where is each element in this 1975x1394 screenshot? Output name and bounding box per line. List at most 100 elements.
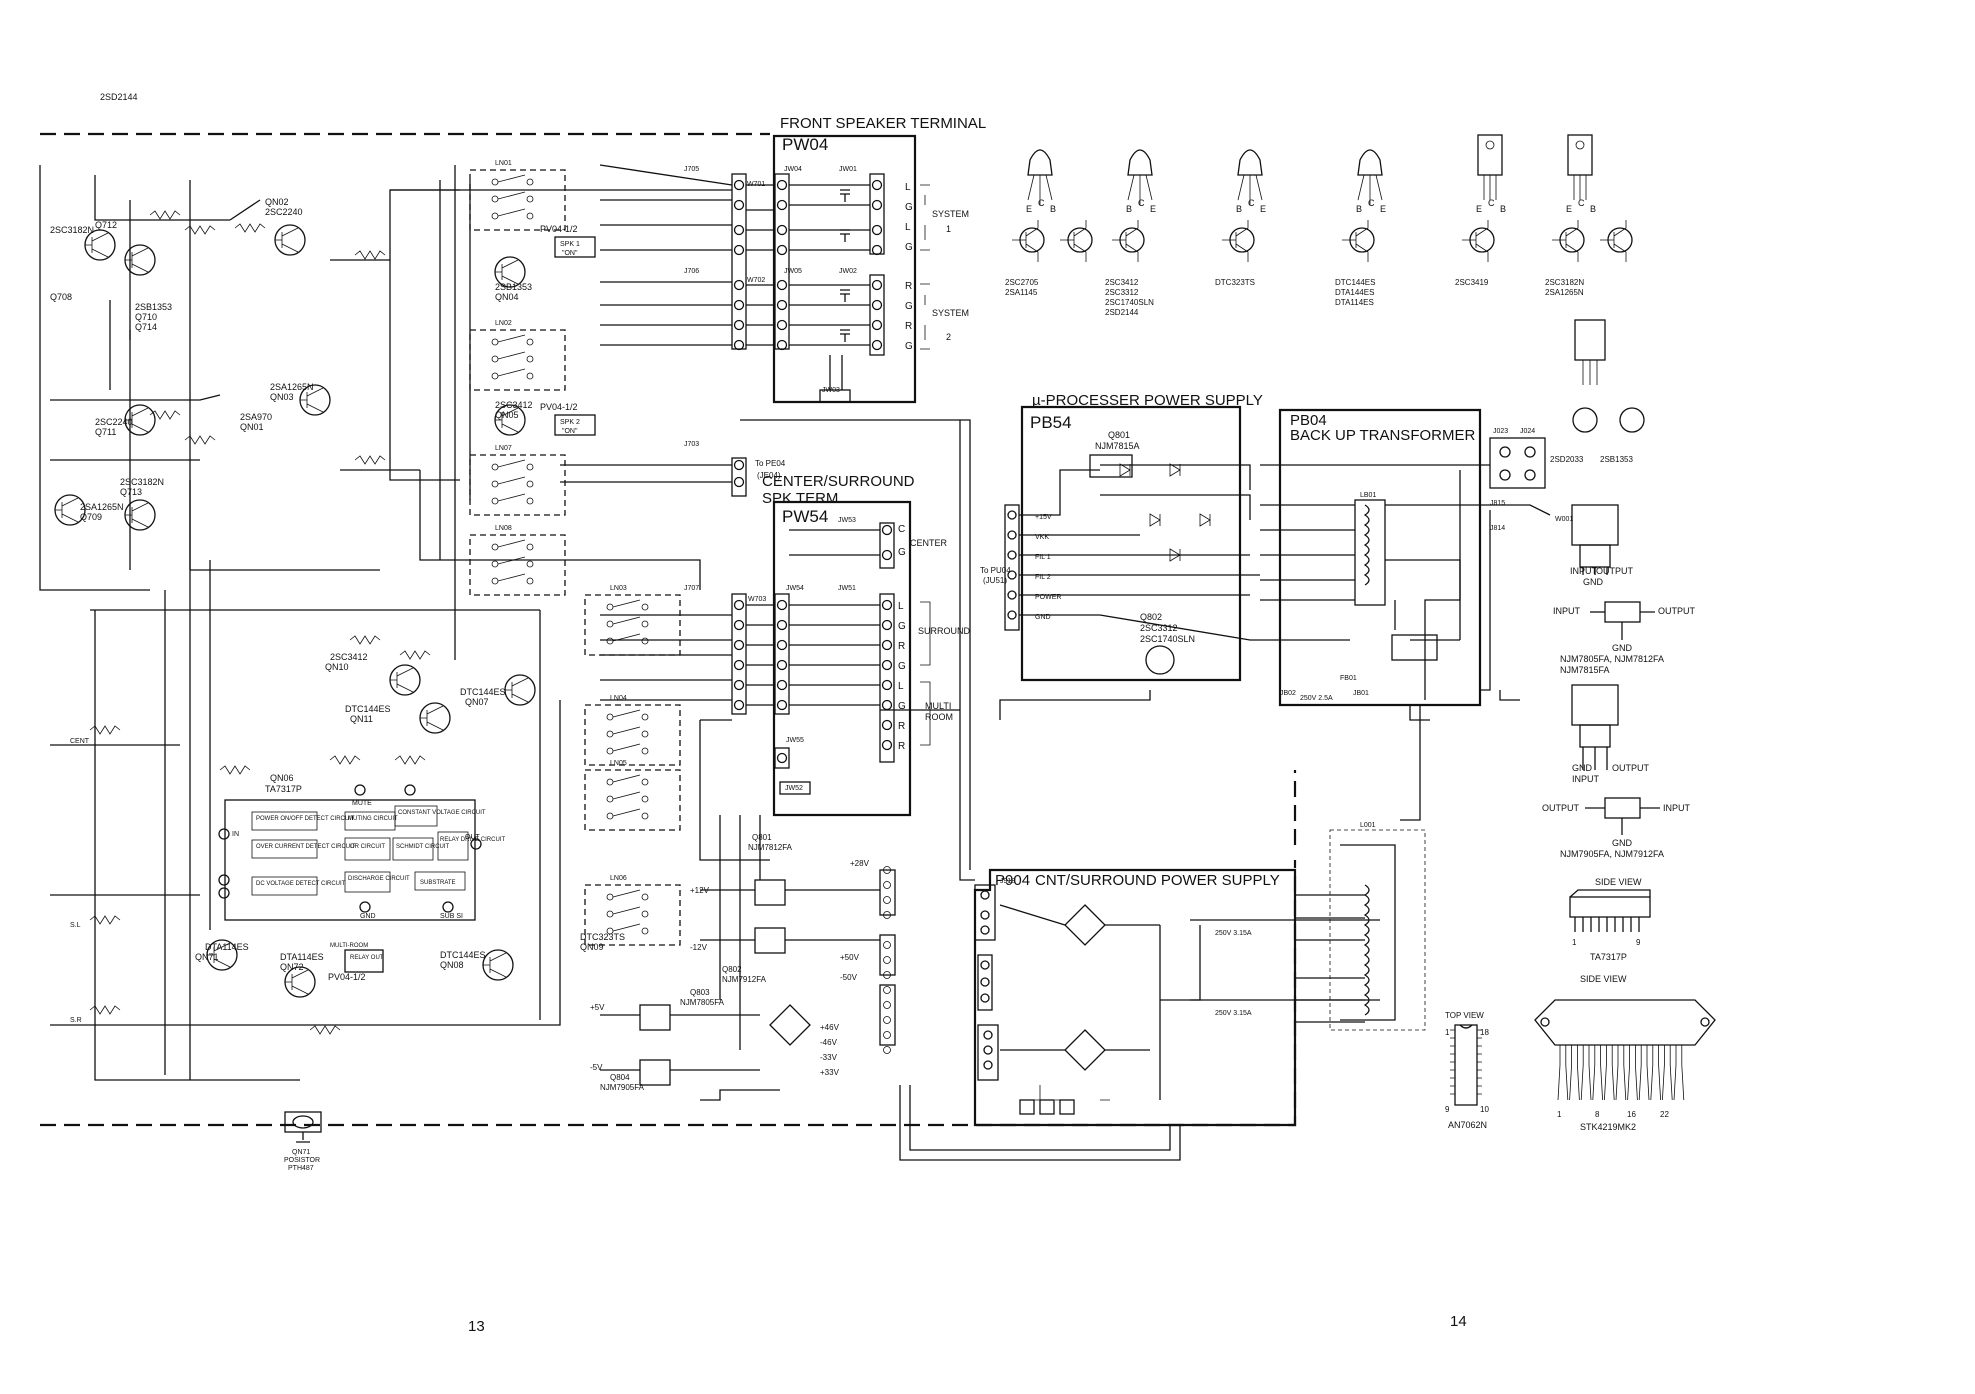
transistor-symbol — [207, 942, 231, 968]
svg-text:J024: J024 — [1520, 428, 1535, 435]
pin-letter: E — [1150, 204, 1156, 214]
connector-pin — [871, 279, 883, 291]
rail-label: +33V — [820, 1068, 840, 1077]
relay-contact — [526, 355, 534, 363]
svg-text:Q802: Q802 — [1140, 612, 1162, 622]
to-pu04-1: To PU04 — [980, 566, 1011, 575]
diode — [1169, 548, 1181, 562]
svg-text:FB01: FB01 — [1340, 675, 1357, 682]
svg-text:GND: GND — [1572, 763, 1593, 773]
relay-switch — [497, 493, 526, 502]
connector-pin — [733, 279, 745, 291]
relay-box — [469, 454, 566, 516]
pin-l: L — [905, 222, 911, 233]
terminal-letter: G — [898, 621, 906, 632]
svg-text:SPK 2: SPK 2 — [560, 419, 580, 426]
pin-letter: B — [1236, 204, 1242, 214]
pin-letter: C — [1248, 198, 1255, 208]
ic-pin — [1638, 1045, 1642, 1101]
relay-contact — [526, 178, 534, 186]
transistor-label: Q710 — [135, 312, 157, 322]
transistor-symbol — [300, 387, 324, 413]
amplifier-wiring — [39, 164, 1461, 1161]
connector-pin — [776, 199, 788, 211]
svg-text:STK4219MK2: STK4219MK2 — [1580, 1122, 1636, 1132]
svg-text:MULTI-ROOM: MULTI-ROOM — [330, 943, 368, 949]
transistor-label: QN05 — [495, 410, 519, 420]
transistor-symbol — [1060, 220, 1087, 262]
svg-text:9: 9 — [1445, 1105, 1450, 1114]
resistor — [89, 915, 121, 925]
connector-pin — [883, 1001, 891, 1009]
ic-pin — [1588, 1045, 1592, 1101]
transistor-label: QN03 — [270, 392, 294, 402]
relay-contact — [641, 795, 649, 803]
svg-text:PV04-1/2: PV04-1/2 — [328, 972, 366, 982]
svg-text:RELAY OUT: RELAY OUT — [350, 955, 384, 961]
relay-switch — [497, 334, 526, 343]
transistor-symbol — [1600, 220, 1627, 262]
connector-pin — [733, 299, 745, 311]
qn06-label: QN06 — [270, 773, 294, 783]
relay-contact — [526, 497, 534, 505]
to220-package — [1574, 319, 1606, 361]
part-number: 2SC1740SLN — [1105, 298, 1154, 307]
svg-text:1: 1 — [1572, 938, 1577, 947]
pin-letter: C — [1488, 198, 1495, 208]
svg-text:QN71: QN71 — [292, 1149, 310, 1156]
connector-pin — [776, 599, 788, 611]
svg-text:VKK: VKK — [1035, 534, 1049, 541]
stk4219mk2-side-view: SIDE VIEW 1 8 16 22 STK4219MK2 — [1534, 974, 1716, 1132]
w703-label: W703 — [748, 596, 766, 603]
relay-switch — [612, 726, 641, 735]
svg-text:MUTE: MUTE — [352, 800, 372, 807]
relay-contact — [526, 480, 534, 488]
svg-text:18: 18 — [1480, 1028, 1489, 1037]
svg-text:NJM7805FA: NJM7805FA — [680, 998, 725, 1007]
jw51-label: JW51 — [838, 585, 856, 592]
resistor — [309, 1025, 341, 1035]
resistor — [234, 223, 266, 233]
relay-label: LN01 — [495, 160, 512, 167]
relay-switch — [497, 208, 526, 217]
connector-pin — [983, 1030, 993, 1040]
pin-letter: C — [1038, 198, 1045, 208]
svg-text:CENT: CENT — [70, 738, 90, 745]
svg-text:GND: GND — [1612, 643, 1633, 653]
relay-contact — [606, 910, 614, 918]
part-number: 2SB1353 — [1600, 455, 1633, 464]
pin-g: G — [905, 202, 913, 213]
svg-text:NJM7805FA, NJM7812FA: NJM7805FA, NJM7812FA — [1560, 654, 1664, 664]
svg-text:P904: P904 — [995, 872, 1030, 889]
relay-contact — [526, 212, 534, 220]
connector-pin — [776, 699, 788, 711]
relay-switch — [497, 174, 526, 183]
svg-text:+15V: +15V — [1035, 514, 1052, 521]
connector-pin — [980, 993, 990, 1003]
to92-package — [1027, 149, 1053, 176]
an7062n-top-view: TOP VIEW 1 18 9 10 AN7062N — [1445, 1011, 1489, 1130]
up-power-supply: µ-PROCESSER POWER SUPPLY PB54 To PU04 (J… — [980, 392, 1350, 682]
relay-switch — [497, 573, 526, 582]
transistor-label: DTC144ES — [440, 950, 486, 960]
relay-switch — [497, 539, 526, 548]
relay-contact — [606, 893, 614, 901]
connector-pin — [733, 599, 745, 611]
connector-pin — [881, 699, 893, 711]
part-number: 2SA1265N — [1545, 288, 1584, 297]
package-leads — [1573, 175, 1587, 200]
connector-pin — [733, 459, 745, 471]
connector-pin — [733, 619, 745, 631]
connector-pin — [871, 319, 883, 331]
svg-text:GND: GND — [1583, 577, 1604, 587]
transistor-label: QN72 — [280, 962, 304, 972]
relay-contact — [526, 463, 534, 471]
ic-pin — [1627, 1045, 1630, 1101]
svg-text:INPUT: INPUT — [1570, 566, 1598, 576]
relay-contact — [641, 812, 649, 820]
svg-text:SCHMIDT CIRCUIT: SCHMIDT CIRCUIT — [396, 844, 450, 850]
terminal-letter: R — [898, 641, 905, 652]
center-label: CENTER — [910, 538, 948, 548]
capacitor — [840, 289, 850, 302]
relay-contact — [606, 713, 614, 721]
